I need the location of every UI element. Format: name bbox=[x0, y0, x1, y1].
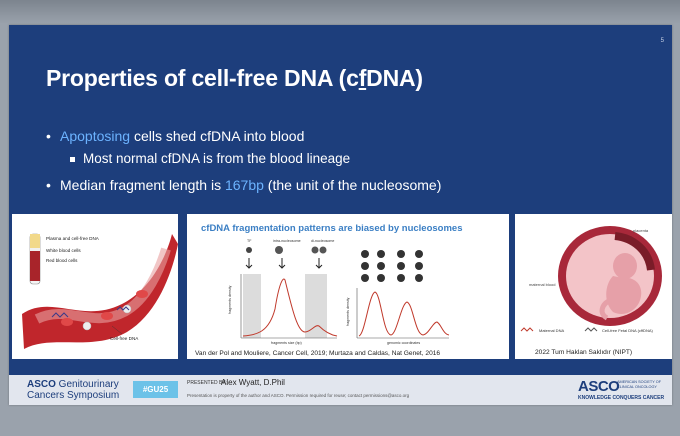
nipt-caption: 2022 Tum Haklan Saklıdır (NIPT) bbox=[535, 349, 632, 356]
label-plasma: Plasma and cell-free DNA bbox=[46, 236, 100, 241]
bullet-2-text-post: (the unit of the nucleosome) bbox=[263, 177, 442, 193]
title-underlined-letter: f bbox=[358, 65, 367, 91]
sub-bullet-1-text: Most normal cfDNA is from the blood line… bbox=[83, 151, 351, 166]
asco-word: ASCO bbox=[27, 379, 56, 390]
bullet-2-text-pre: Median fragment length is bbox=[60, 177, 225, 193]
label-cell-free-dna: Cell-free DNA bbox=[110, 336, 139, 341]
symposium-line2: Cancers Symposium bbox=[27, 390, 120, 401]
presented-by-label: PRESENTED BY: bbox=[187, 380, 227, 386]
bullet-dot: • bbox=[46, 128, 51, 144]
title-part-2: DNA) bbox=[366, 65, 423, 91]
label-white-blood-cells: White blood cells bbox=[46, 248, 81, 253]
label-di-nucleosome: di-nucleosome bbox=[311, 239, 334, 243]
xlabel-right: genomic coordinates bbox=[387, 341, 420, 345]
xlabel-left: fragments size (bp) bbox=[271, 341, 302, 345]
fragmentation-figure: cfDNA fragmentation patterns are biased … bbox=[187, 214, 509, 359]
asco-logo: ASCO bbox=[578, 378, 620, 395]
hashtag-badge: #GU25 bbox=[133, 381, 178, 398]
label-red-blood-cells: Red blood cells bbox=[46, 258, 78, 263]
label-intra-nucleosome: intra-nucleosome bbox=[273, 239, 301, 243]
presentation-slide: 5 Properties of cell-free DNA (cfDNA) • A… bbox=[9, 25, 672, 405]
asco-tagline: KNOWLEDGE CONQUERS CANCER bbox=[578, 395, 665, 401]
bullet-dot: • bbox=[46, 177, 51, 193]
title-part-1: Properties of cell-free DNA (c bbox=[46, 65, 359, 91]
blood-vessel-illustration: Plasma and cell-free DNA White blood cel… bbox=[12, 214, 178, 359]
bullet-2-highlight: 167bp bbox=[224, 177, 264, 193]
asco-logo-subtitle: AMERICAN SOCIETY OF CLINICAL ONCOLOGY bbox=[617, 380, 662, 389]
square-bullet-icon bbox=[70, 156, 75, 162]
bullet-1: • Apoptosing cells shed cfDNA into blood bbox=[46, 128, 304, 144]
symposium-logo: ASCO Genitourinary Cancers Symposium bbox=[27, 379, 119, 401]
fragmentation-illustration: cfDNA fragmentation patterns are biased … bbox=[187, 214, 509, 359]
presenter-name: Alex Wyatt, D.Phil bbox=[221, 378, 285, 387]
bullet-1-highlight: Apoptosing bbox=[60, 128, 131, 144]
room-background bbox=[0, 0, 680, 24]
symposium-line1: Genitourinary bbox=[55, 379, 119, 390]
page-number: 5 bbox=[660, 38, 664, 44]
ylabel-right: fragments density bbox=[346, 297, 350, 326]
bullet-2: • Median fragment length is 167bp (the un… bbox=[46, 177, 441, 193]
label-maternal-blood: maternal blood bbox=[529, 282, 555, 287]
figure-title: cfDNA fragmentation patterns are biased … bbox=[201, 223, 463, 234]
legend-maternal-dna: Maternal DNA bbox=[539, 328, 564, 333]
blood-vessel-figure: Plasma and cell-free DNA White blood cel… bbox=[12, 214, 178, 359]
slide-title: Properties of cell-free DNA (cfDNA) bbox=[46, 65, 423, 92]
sub-bullet-1: Most normal cfDNA is from the blood line… bbox=[70, 151, 350, 166]
ylabel-left: fragments density bbox=[228, 285, 232, 314]
label-placenta: placenta bbox=[633, 228, 649, 233]
figure-caption: Van der Pol and Mouliere, Cancer Cell, 2… bbox=[195, 350, 440, 357]
copyright-disclaimer: Presentation is property of the author a… bbox=[187, 393, 410, 398]
fetus-illustration: placenta maternal blood Maternal DNA Cel… bbox=[515, 214, 672, 359]
legend-fetal-dna: Cell-free Fetal DNA (cffDNA) bbox=[602, 328, 653, 333]
bullet-1-text: cells shed cfDNA into blood bbox=[130, 128, 305, 144]
slide-footer: ASCO Genitourinary Cancers Symposium #GU… bbox=[9, 375, 672, 405]
nipt-figure: placenta maternal blood Maternal DNA Cel… bbox=[515, 214, 672, 359]
label-tf: TF bbox=[247, 239, 252, 243]
